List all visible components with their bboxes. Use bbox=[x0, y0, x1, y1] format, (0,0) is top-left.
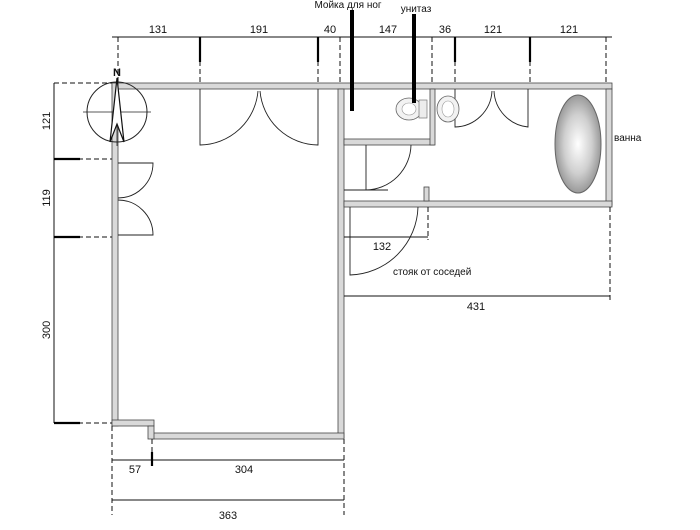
north-label: N bbox=[113, 67, 121, 79]
dim-top-5: 36 bbox=[439, 24, 451, 36]
dim-top-1: 131 bbox=[149, 24, 167, 36]
dim-bottom-total: 363 bbox=[219, 510, 237, 522]
dim-left-3: 300 bbox=[41, 321, 53, 339]
dim-top-4: 147 bbox=[379, 24, 397, 36]
dim-bottom-mid: 304 bbox=[235, 464, 253, 476]
dim-top-2: 191 bbox=[250, 24, 268, 36]
double-door-left bbox=[117, 162, 154, 236]
dim-top-6: 121 bbox=[484, 24, 502, 36]
bottom-dimensions: 57 304 363 bbox=[111, 426, 345, 522]
left-dimensions: 121 119 300 bbox=[41, 82, 112, 425]
label-bathtub: ванна bbox=[614, 133, 642, 144]
riser-door bbox=[349, 206, 419, 276]
toilet-icon bbox=[395, 97, 428, 121]
sink-icon bbox=[436, 95, 460, 123]
bathroom-dimensions: 132 431 bbox=[344, 207, 611, 313]
top-dimensions: 131 191 40 147 36 121 121 bbox=[112, 24, 612, 83]
label-foot-sink: Мойка для ног bbox=[314, 0, 381, 11]
dim-top-3: 40 bbox=[324, 24, 336, 36]
bathtub-icon bbox=[554, 94, 602, 194]
dim-left-2: 119 bbox=[41, 189, 53, 207]
walls bbox=[111, 82, 613, 440]
bathroom-door bbox=[454, 89, 529, 128]
dim-left-1: 121 bbox=[41, 112, 53, 130]
compass-icon: N bbox=[83, 67, 151, 146]
label-toilet: унитаз bbox=[401, 4, 432, 15]
double-door-top bbox=[199, 89, 319, 146]
markers: Мойка для ног унитаз bbox=[314, 0, 432, 111]
toilet-room-door bbox=[365, 144, 412, 191]
dim-bathroom-inner: 132 bbox=[373, 241, 391, 253]
dim-bottom-small: 57 bbox=[129, 464, 141, 476]
dim-bathroom-width: 431 bbox=[467, 301, 485, 313]
label-riser: стояк от соседей bbox=[393, 267, 471, 278]
doors bbox=[117, 89, 529, 276]
dim-top-7: 121 bbox=[560, 24, 578, 36]
